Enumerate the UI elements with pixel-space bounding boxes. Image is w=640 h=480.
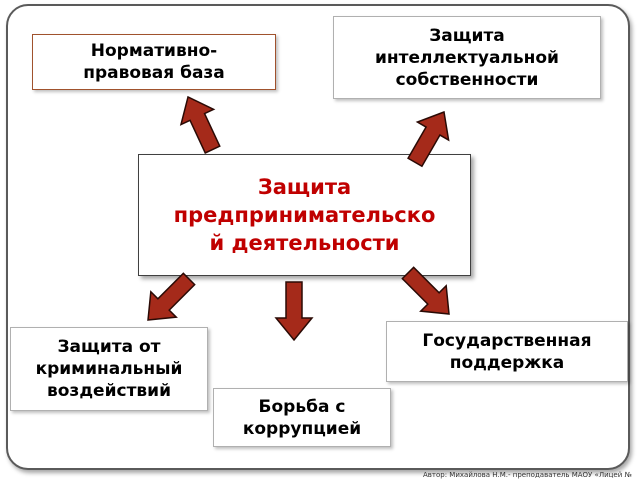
node-line: криминальный	[35, 359, 183, 379]
node-line: интеллектуальной	[375, 47, 559, 68]
node-line: Защита от	[57, 337, 161, 357]
center-line: й деятельности	[209, 231, 400, 255]
node-legal-base: Нормативно- правовая база	[32, 34, 276, 90]
node-line: Нормативно-	[90, 41, 218, 61]
node-line: Государственная	[422, 330, 592, 351]
center-line: Защита	[257, 175, 352, 199]
node-line: Борьба с	[258, 396, 346, 417]
node-line: воздействий	[47, 381, 171, 401]
node-intellectual-property: Защита интеллектуальной собственности	[333, 16, 601, 99]
arrow-to-anti-corruption	[275, 281, 313, 341]
arrow-to-state-support	[394, 259, 463, 328]
node-line: правовая база	[83, 63, 225, 83]
node-line: собственности	[395, 69, 539, 90]
node-line: поддержка	[449, 352, 565, 373]
node-criminal-protection: Защита от криминальный воздействий	[10, 327, 208, 411]
center-line: предпринимательско	[173, 203, 436, 227]
node-center: Защита предпринимательско й деятельности	[138, 154, 471, 276]
arrow-to-legal-base	[170, 88, 230, 158]
author-credit: Автор: Михайлова Н.М.- преподаватель МАО…	[423, 471, 632, 479]
node-state-support: Государственная поддержка	[386, 321, 628, 382]
node-anti-corruption: Борьба с коррупцией	[213, 388, 391, 447]
arrow-to-criminal-protection	[134, 265, 203, 334]
node-line: коррупцией	[242, 418, 362, 439]
node-line: Защита	[429, 25, 505, 46]
arrow-to-intellectual-property	[398, 102, 461, 172]
